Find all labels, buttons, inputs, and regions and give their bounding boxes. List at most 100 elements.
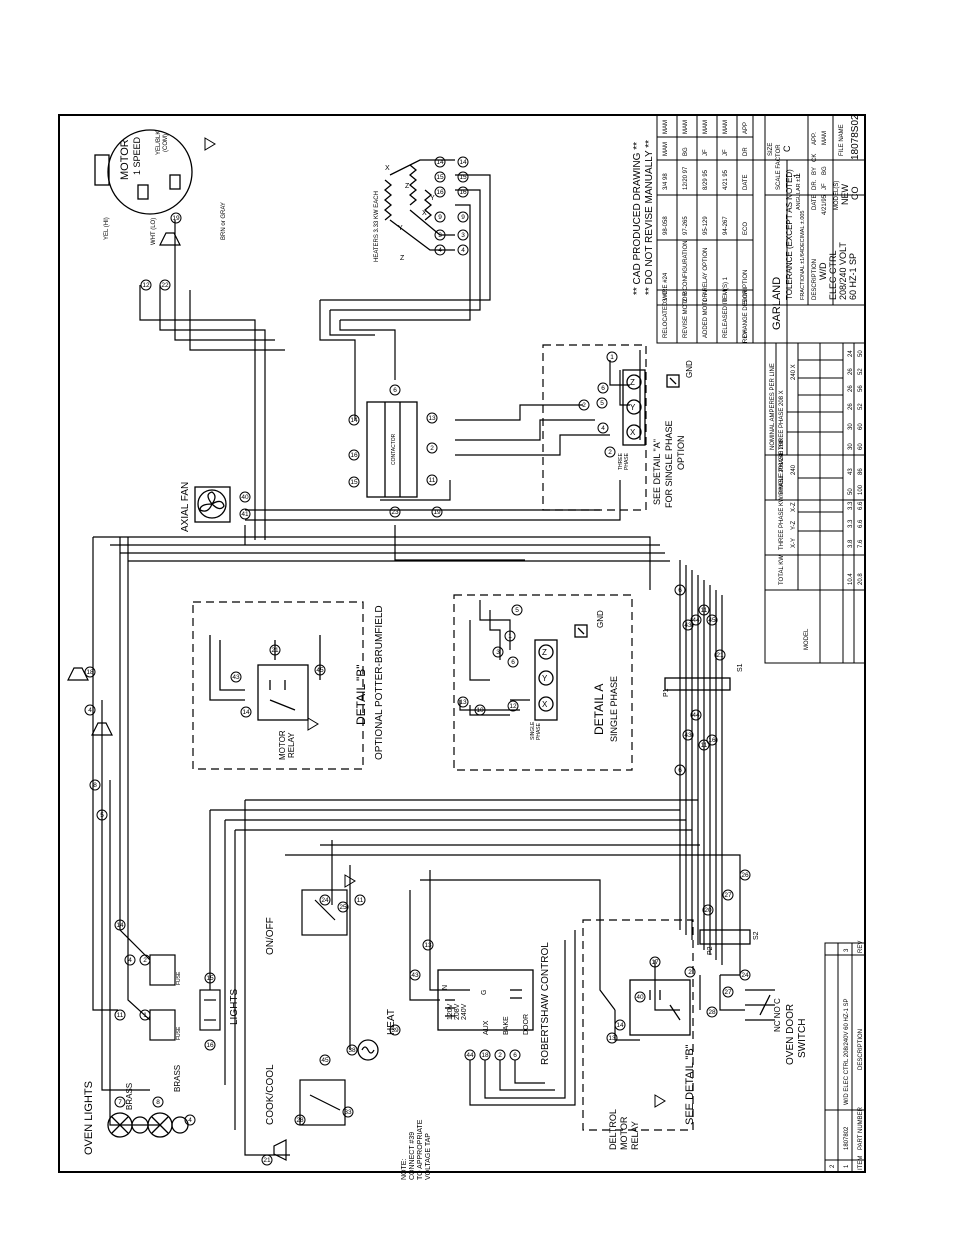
wire-22: 22 bbox=[161, 282, 169, 289]
model-new: NEW bbox=[840, 183, 850, 205]
amps-r1-1ph240: 43 bbox=[848, 468, 854, 475]
warning-icon-motor bbox=[204, 137, 216, 151]
rev-header-eco: ECO bbox=[743, 222, 749, 235]
wire-20: 20 bbox=[704, 907, 712, 914]
wire-13b: 13 bbox=[608, 1035, 616, 1042]
motor-speed: 1 SPEED bbox=[132, 136, 142, 175]
rev-1-rev: A bbox=[703, 291, 709, 295]
amps-r1-240z: 24 bbox=[848, 350, 854, 357]
connector-caps bbox=[67, 232, 287, 1161]
wire-40: 40 bbox=[636, 994, 644, 1001]
see-detail-a-3: OPTION bbox=[676, 435, 686, 470]
amps-sub-xz: X-Z bbox=[791, 502, 797, 512]
amps-r2-1ph240: 86 bbox=[858, 468, 864, 475]
parts-list-text: ITEM PART NUMBER DESCRIPTION REV 1 18078… bbox=[830, 941, 864, 1170]
amps-r1-240y: 26 bbox=[848, 368, 854, 375]
note-line-4: VOLTAGE TAP bbox=[425, 1133, 432, 1180]
three-phase-small-1: THREE bbox=[618, 452, 624, 470]
amps-col-3ph: THREE PHASE 208 X bbox=[779, 390, 785, 450]
terminal-240v: 240V bbox=[461, 1003, 468, 1020]
file-value: 18078S02 bbox=[850, 114, 861, 160]
contactor bbox=[366, 401, 418, 498]
nc-no-c-label: NC NO C bbox=[773, 998, 782, 1032]
rev-header-sym: SYM bbox=[743, 291, 749, 304]
wire-11d: 11 bbox=[701, 607, 708, 614]
cad-note: ** CAD PRODUCED DRAWING ** ** DO NOT REV… bbox=[632, 140, 655, 295]
wire-21c: 21 bbox=[271, 647, 279, 654]
amps-r2-208z: 52 bbox=[858, 403, 864, 410]
tp-z: Z bbox=[630, 378, 635, 387]
rev-2-rev: B bbox=[683, 291, 689, 295]
amps-r1-208y: 30 bbox=[848, 423, 854, 430]
wire-6: 6 bbox=[513, 1052, 517, 1059]
wire-27b: 27 bbox=[724, 989, 732, 996]
wire-2c: 2 bbox=[688, 969, 692, 976]
amps-r1-total: 10.4 bbox=[848, 573, 854, 585]
amps-col-3ph-240: 240 X bbox=[791, 364, 797, 380]
heater-z-top: Z bbox=[405, 183, 410, 190]
deltrol-relay bbox=[629, 979, 691, 1036]
title-block-text: GARLAND TOLERANCE (EXCEPT AS NOTED) FRAC… bbox=[768, 114, 861, 330]
rev-3-sym: 3 bbox=[663, 298, 669, 302]
wire-4f: 4 bbox=[461, 247, 465, 254]
rev-1-app: MAM bbox=[703, 120, 709, 134]
three-phase-terminals bbox=[622, 369, 680, 446]
revision-table: RELOCATED WIRE #24 REVISE MOTOR CONFIGUR… bbox=[663, 120, 749, 343]
wire-24b: 24 bbox=[741, 972, 749, 979]
size-value: C bbox=[782, 145, 792, 152]
warning-icon-deltrol bbox=[654, 1094, 666, 1108]
detail-a-title: DETAIL A bbox=[592, 684, 606, 735]
warning-icon-on-off bbox=[344, 874, 356, 888]
wire-14f: 14 bbox=[459, 159, 467, 166]
detail-a-text: Z Y X GND SINGLE PHASE DETAIL A SINGLE P… bbox=[530, 610, 619, 742]
three-phase-text: Z Y X GND THREE PHASE SEE DETAIL "A" FOR… bbox=[618, 360, 694, 508]
wire-14d: 14 bbox=[350, 417, 358, 424]
terminal-208v: 208V bbox=[454, 1003, 461, 1020]
date-label: DATE bbox=[812, 194, 818, 210]
by-label: BY bbox=[812, 167, 818, 175]
wire-2e: 2 bbox=[582, 402, 586, 409]
rev-2-app: MAM bbox=[683, 120, 689, 134]
fractional-tol: FRACTIONAL ±1/64 bbox=[800, 250, 806, 300]
wire-14c: 14 bbox=[242, 709, 250, 716]
wire-13d: 13 bbox=[428, 415, 436, 422]
description-line-4: 60 HZ-1 SP bbox=[848, 253, 858, 300]
rev-1-date: 8/29 95 bbox=[703, 169, 709, 190]
amps-r1-208x: 30 bbox=[848, 443, 854, 450]
wire-6f: 6 bbox=[601, 385, 605, 392]
detail-a-z: Z bbox=[542, 648, 547, 657]
rev-0-sym: 0 bbox=[723, 298, 729, 302]
size-label: SIZE bbox=[768, 143, 774, 156]
models-label: MODEL(S) bbox=[834, 181, 840, 210]
optional-potter-label: OPTIONAL POTTER-BRUMFIELD bbox=[374, 605, 385, 760]
wire-3c: 3 bbox=[461, 232, 465, 239]
parts-row1-desc: W/D ELEC CTRL 208/240V 60 HZ-1 SP bbox=[844, 999, 850, 1106]
oven-door-switch bbox=[745, 989, 775, 1021]
rev-0-desc: RELEASED ITEM(S) 1 bbox=[723, 276, 729, 338]
detail-a-x: X bbox=[542, 700, 548, 709]
amps-title: NOMINAL AMPERES PER LINE bbox=[770, 363, 776, 450]
three-phase-small-2: PHASE bbox=[624, 452, 630, 470]
robertshaw-control bbox=[437, 969, 534, 1031]
heater-y-mid: Y bbox=[430, 195, 435, 202]
detail-a-y: Y bbox=[542, 674, 548, 683]
detail-a-gnd: GND bbox=[596, 610, 605, 628]
single-phase-small-2: PHASE bbox=[536, 722, 542, 740]
amps-col-total: TOTAL KW bbox=[779, 555, 785, 585]
scale-value: 1 bbox=[792, 173, 802, 178]
amps-col-3ph-kw: THREE PHASE KW/PHASE 208/240 bbox=[779, 450, 785, 550]
rev-0-rev: - bbox=[723, 293, 729, 295]
amps-r1-1ph208: 50 bbox=[848, 488, 854, 495]
lights-label: LIGHTS bbox=[229, 989, 240, 1025]
wire-11: 11 bbox=[117, 1012, 124, 1019]
single-phase-small-1: SINGLE bbox=[530, 721, 536, 740]
wire-43: 43 bbox=[411, 972, 419, 979]
wire-5: 5 bbox=[100, 812, 104, 819]
amps-table bbox=[764, 342, 866, 664]
cook-cool-switch bbox=[299, 1079, 346, 1126]
wire-44c: 44 bbox=[692, 617, 700, 624]
angular-tol: ANGULAR ±1° bbox=[796, 174, 802, 210]
wire-24: 24 bbox=[321, 897, 329, 904]
wht-lo-label: WHT (LO) bbox=[151, 218, 157, 245]
